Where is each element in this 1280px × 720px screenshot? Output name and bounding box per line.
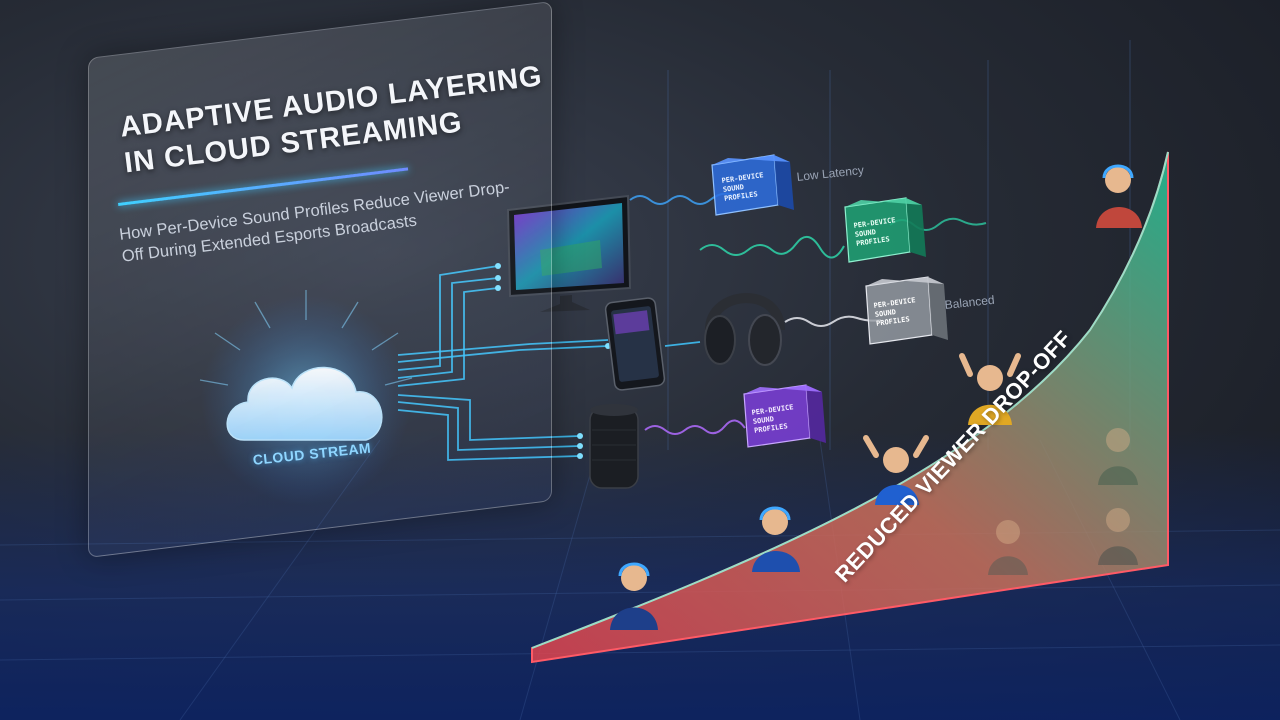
headphones-icon (704, 293, 785, 366)
stream-connections (397, 265, 701, 461)
viewer-avatar-8 (1098, 428, 1138, 485)
viewer-avatar-5 (1096, 164, 1142, 228)
profile-cube-1: PER-DEVICESOUNDPROFILES (711, 154, 794, 216)
viewer-avatar-7 (1098, 508, 1138, 565)
profile-cube-3: PER-DEVICESOUNDPROFILES (865, 276, 948, 345)
monitor-icon (506, 194, 632, 312)
profile-cube-2: PER-DEVICESOUNDPROFILES (844, 197, 926, 263)
drop-off-curve-edge (531, 151, 1169, 649)
cloud-icon (226, 366, 383, 441)
viewer-avatar-6 (988, 520, 1028, 575)
viewer-avatar-2 (752, 506, 800, 572)
profile-cube-4: PER-DEVICESOUNDPROFILES (743, 384, 826, 448)
profile-cube-1-label: PER-DEVICESOUNDPROFILES (721, 171, 766, 203)
speaker-icon (589, 404, 639, 489)
viewer-avatar-1 (610, 562, 658, 630)
viewer-avatar-3 (863, 435, 929, 505)
viewer-avatar-4 (959, 353, 1021, 425)
cloud-rays (199, 290, 413, 386)
smartphone-icon (604, 297, 666, 391)
